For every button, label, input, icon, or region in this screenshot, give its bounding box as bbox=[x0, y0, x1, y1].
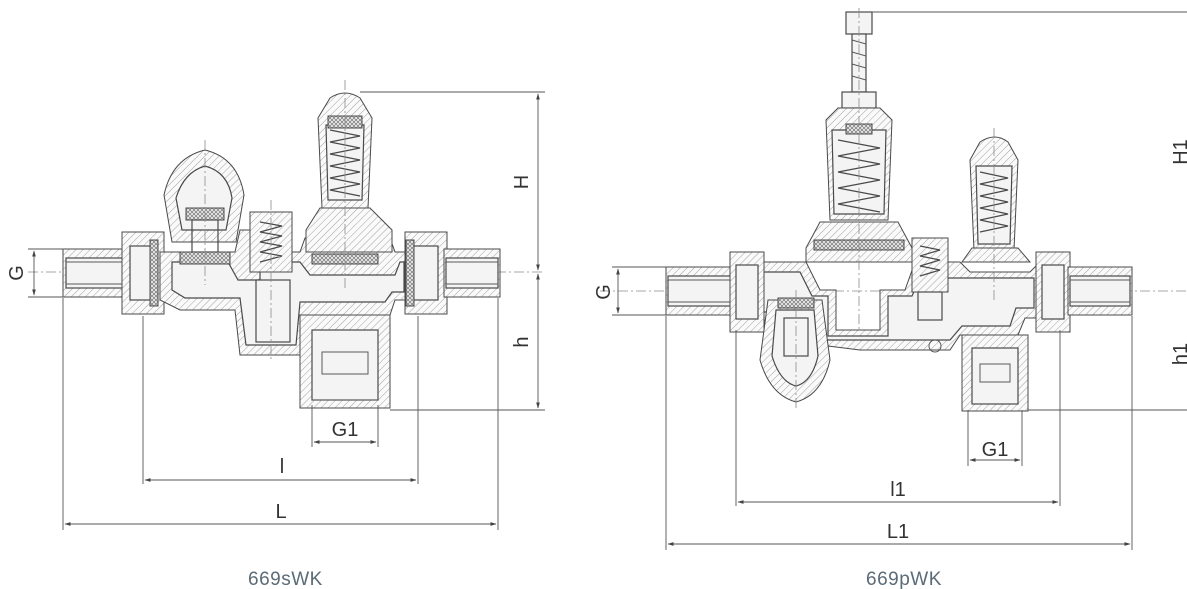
valve-669swk-drawing: H h G G1 l L bbox=[6, 80, 545, 530]
dim-label-L: L bbox=[275, 501, 286, 523]
dim-label-H: H bbox=[511, 175, 533, 189]
dim-label-G-left: G bbox=[6, 265, 28, 281]
model-caption-669pwk: 669pWK bbox=[866, 569, 942, 589]
dim-label-h1: h1 bbox=[1170, 343, 1187, 365]
dim-label-l1: l1 bbox=[890, 479, 906, 501]
dim-label-G-right: G bbox=[593, 284, 615, 300]
model-caption-669swk: 669sWK bbox=[248, 569, 323, 589]
dim-label-l: l bbox=[280, 456, 284, 478]
valve-669pwk-drawing: H1 h1 G G1 l1 L1 bbox=[593, 8, 1187, 550]
dim-label-G1-left: G1 bbox=[332, 419, 359, 441]
dim-label-H1: H1 bbox=[1170, 139, 1187, 165]
dim-label-h: h bbox=[511, 336, 533, 347]
dim-label-L1: L1 bbox=[887, 521, 909, 543]
dim-label-G1-right: G1 bbox=[982, 439, 1009, 461]
